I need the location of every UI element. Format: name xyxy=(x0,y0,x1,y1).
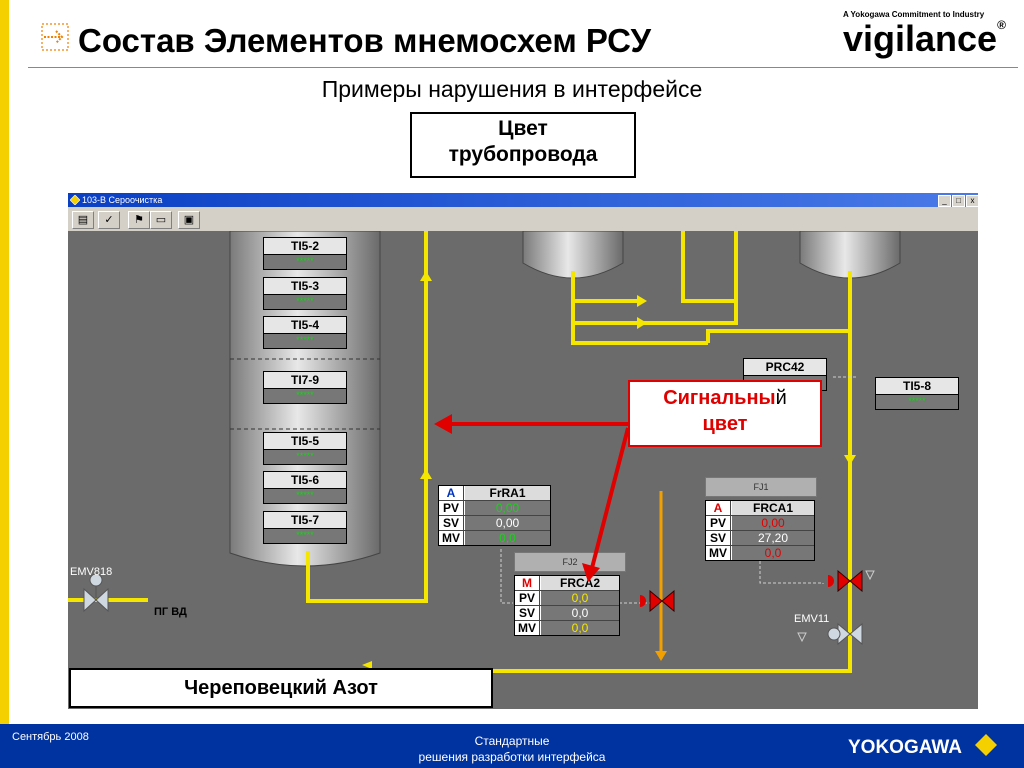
dotted-arrow-icon xyxy=(41,23,69,51)
sv-value: 27,20 xyxy=(732,531,814,545)
pv-value: 0,0 xyxy=(541,591,619,605)
footer-caption: Стандартные решения разработки интерфейс… xyxy=(0,733,1024,765)
window-toolbar: ▤ ✓ ⚑ ▭ ▣ xyxy=(68,207,978,231)
sv-value: 0,0 xyxy=(541,606,619,620)
maximize-button[interactable]: □ xyxy=(952,195,965,207)
faceplate-label-fj1[interactable]: FJ1 xyxy=(705,477,817,497)
check-icon[interactable]: ✓ xyxy=(98,211,120,229)
vessel-left xyxy=(522,231,624,279)
pv-value: 0,00 xyxy=(465,501,550,515)
valve-frca2 xyxy=(640,589,675,613)
yokogawa-diamond-icon xyxy=(975,734,997,756)
mv-value: 0,0 xyxy=(541,621,619,635)
close-button[interactable]: x xyxy=(966,195,979,207)
tag-TI5-7[interactable]: TI5-7***** xyxy=(263,511,347,544)
printer-icon[interactable]: ▤ xyxy=(72,211,94,229)
tag-TI5-3[interactable]: TI5-3***** xyxy=(263,277,347,310)
mimic-window: 103-В Сероочистка _ □ x ▤ ✓ ⚑ ▭ ▣ xyxy=(68,193,979,709)
alarm-color-line2: цвет xyxy=(702,413,748,435)
label-emv818: EMV818 xyxy=(70,566,113,578)
mv-value: 0,0 xyxy=(732,546,814,560)
company-name: Череповецкий Азот xyxy=(184,677,378,699)
slide-subtitle: Примеры нарушения в интерфейсе xyxy=(321,76,703,102)
title-divider xyxy=(28,67,1018,68)
slide-title: Состав Элементов мнемосхем РСУ xyxy=(78,22,652,59)
yokogawa-brand: YOKOGAWA xyxy=(848,737,963,758)
faceplate-name: FRCA2 xyxy=(541,576,619,590)
tag-TI5-4[interactable]: TI5-4***** xyxy=(263,316,347,349)
label-emv11: EMV11 xyxy=(794,613,830,625)
pipe-color-callout: Цвет трубопровода xyxy=(410,112,636,178)
logo-tagline: A Yokogawa Commitment to Industry xyxy=(843,10,985,19)
mode-label: A xyxy=(706,501,731,515)
vigilance-logo: vigilance® xyxy=(843,18,1006,60)
window-title: 103-В Сероочистка xyxy=(82,195,163,205)
mode-label: M xyxy=(515,576,540,590)
tag-TI5-2[interactable]: TI5-2***** xyxy=(263,237,347,270)
faceplate-label-fj2[interactable]: FJ2 xyxy=(514,552,626,572)
alarm-color-callout: Сигнальный цвет xyxy=(628,380,822,447)
footer-line1: Стандартные xyxy=(474,734,550,748)
pv-value: 0,00 xyxy=(732,516,814,530)
logo-registered-mark: ® xyxy=(997,18,1006,32)
tag-TI5-5[interactable]: TI5-5***** xyxy=(263,432,347,465)
footer-date: Сентябрь 2008 xyxy=(12,731,89,743)
footer-bar xyxy=(0,724,1024,768)
window-title-bar[interactable]: 103-В Сероочистка _ □ x xyxy=(68,193,979,207)
sv-value: 0,00 xyxy=(465,516,550,530)
tag-TI7-9[interactable]: TI7-9***** xyxy=(263,371,347,404)
app-diamond-icon xyxy=(70,195,80,205)
valve-emv11 xyxy=(827,622,863,646)
mode-label: A xyxy=(439,486,464,500)
alarm-color-part-b: й xyxy=(775,387,787,409)
screen-icon[interactable]: ▣ xyxy=(178,211,200,229)
alarm-color-part-a: Сигнальны xyxy=(663,387,776,409)
company-callout: Череповецкий Азот xyxy=(69,668,493,708)
vessel-right xyxy=(799,231,901,279)
logo-word: vigilance xyxy=(843,18,998,59)
pipe-color-line2: трубопровода xyxy=(448,143,598,166)
flag-icon[interactable]: ⚑ xyxy=(128,211,150,229)
tag-TI5-8[interactable]: TI5-8***** xyxy=(875,377,959,410)
interlock-triangle xyxy=(865,570,875,581)
faceplate-name: FrRA1 xyxy=(465,486,550,500)
label-pg-vd: ПГ ВД xyxy=(154,606,187,618)
footer-line2: решения разработки интерфейса xyxy=(418,750,606,764)
left-accent-bar xyxy=(0,0,9,768)
valve-emv818 xyxy=(83,573,109,613)
valve-frca1 xyxy=(828,569,863,593)
minimize-button[interactable]: _ xyxy=(938,195,951,207)
folder-icon[interactable]: ▭ xyxy=(150,211,172,229)
faceplate-name: FRCA1 xyxy=(732,501,814,515)
pipe-color-line1: Цвет xyxy=(498,117,548,140)
mv-value: 0,0 xyxy=(465,531,550,545)
tag-TI5-6[interactable]: TI5-6***** xyxy=(263,471,347,504)
